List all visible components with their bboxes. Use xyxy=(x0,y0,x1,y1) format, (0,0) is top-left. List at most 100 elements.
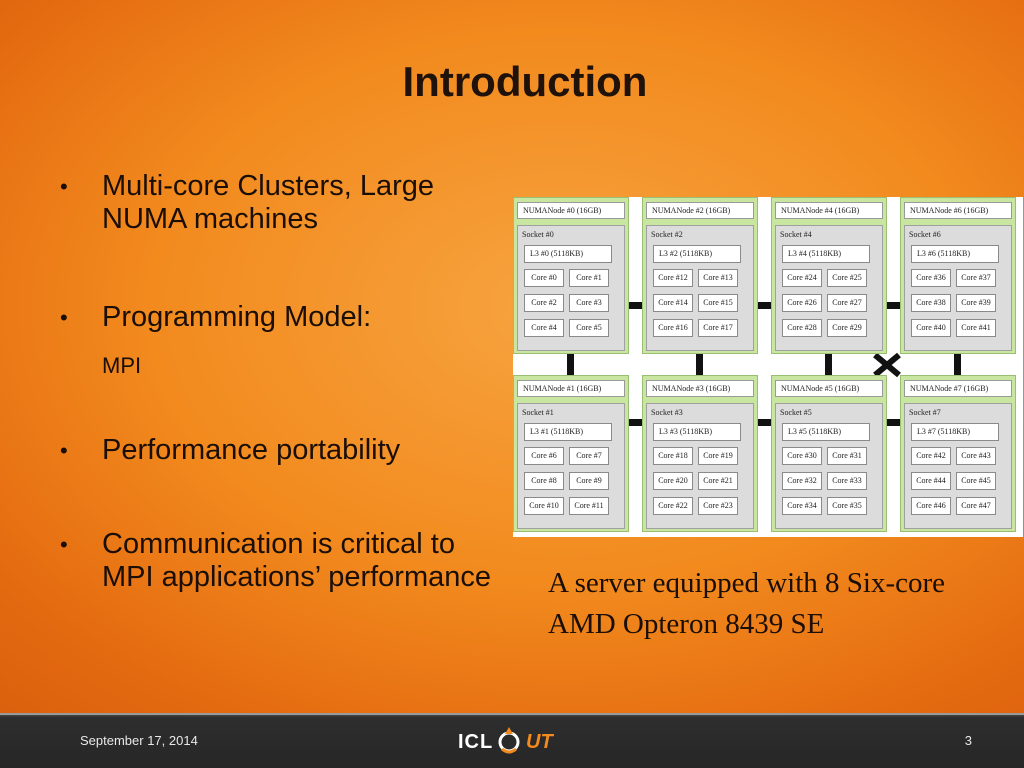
core-box: Core #44 xyxy=(911,472,951,490)
bullet-dot: • xyxy=(60,532,68,557)
core-box: Core #21 xyxy=(698,472,738,490)
core-box: Core #19 xyxy=(698,447,738,465)
core-box: Core #30 xyxy=(782,447,822,465)
numa-node-title: NUMANode #7 (16GB) xyxy=(904,380,1012,397)
core-box: Core #39 xyxy=(956,294,996,312)
core-box: Core #47 xyxy=(956,497,996,515)
numa-node: NUMANode #5 (16GB) Socket #5 L3 #5 (5118KB… xyxy=(771,375,887,532)
interconnect-link xyxy=(954,354,961,375)
slide-title: Introduction xyxy=(402,58,648,105)
logo-mark-icon xyxy=(498,727,520,754)
core-box: Core #31 xyxy=(827,447,867,465)
socket-label: Socket #7 xyxy=(909,408,941,417)
cross-link-icon xyxy=(873,352,901,378)
interconnect-link xyxy=(629,419,643,426)
l3-cache-box: L3 #3 (5118KB) xyxy=(653,423,741,441)
core-box: Core #32 xyxy=(782,472,822,490)
l3-cache-box: L3 #5 (5118KB) xyxy=(782,423,870,441)
core-box: Core #8 xyxy=(524,472,564,490)
socket-label: Socket #5 xyxy=(780,408,812,417)
l3-cache-box: L3 #1 (5118KB) xyxy=(524,423,612,441)
core-box: Core #6 xyxy=(524,447,564,465)
bullet-subtext: MPI xyxy=(102,353,142,378)
core-box: Core #29 xyxy=(827,319,867,337)
core-box: Core #5 xyxy=(569,319,609,337)
core-box: Core #7 xyxy=(569,447,609,465)
interconnect-link xyxy=(887,419,901,426)
numa-node-title: NUMANode #4 (16GB) xyxy=(775,202,883,219)
core-box: Core #45 xyxy=(956,472,996,490)
footer-date: September 17, 2014 xyxy=(80,733,198,748)
page-number: 3 xyxy=(964,733,972,748)
numa-node-title: NUMANode #6 (16GB) xyxy=(904,202,1012,219)
socket-label: Socket #3 xyxy=(651,408,683,417)
numa-topology-diagram: NUMANode #0 (16GB) Socket #0 L3 #0 (5118KB… xyxy=(513,197,1023,537)
core-box: Core #12 xyxy=(653,269,693,287)
core-box: Core #37 xyxy=(956,269,996,287)
footer-bar: September 17, 2014 ICL UT 3 xyxy=(0,713,1024,768)
core-box: Core #34 xyxy=(782,497,822,515)
numa-node: NUMANode #7 (16GB) Socket #7 L3 #7 (5118KB… xyxy=(900,375,1016,532)
core-box: Core #28 xyxy=(782,319,822,337)
bullet-text: Programming Model: xyxy=(102,301,372,333)
core-box: Core #17 xyxy=(698,319,738,337)
interconnect-link xyxy=(629,302,643,309)
core-box: Core #16 xyxy=(653,319,693,337)
core-box: Core #23 xyxy=(698,497,738,515)
core-box: Core #27 xyxy=(827,294,867,312)
core-box: Core #3 xyxy=(569,294,609,312)
socket-label: Socket #0 xyxy=(522,230,554,239)
core-box: Core #36 xyxy=(911,269,951,287)
core-box: Core #9 xyxy=(569,472,609,490)
interconnect-link xyxy=(696,354,703,375)
numa-node: NUMANode #1 (16GB) Socket #1 L3 #1 (5118KB… xyxy=(513,375,629,532)
interconnect-link xyxy=(758,302,772,309)
core-box: Core #41 xyxy=(956,319,996,337)
core-box: Core #2 xyxy=(524,294,564,312)
footer-divider xyxy=(0,713,1024,715)
bullet-text: Performance portability xyxy=(102,434,401,466)
core-box: Core #13 xyxy=(698,269,738,287)
icl-ut-logo: ICL UT xyxy=(458,725,568,757)
core-box: Core #4 xyxy=(524,319,564,337)
socket-label: Socket #4 xyxy=(780,230,812,239)
core-box: Core #1 xyxy=(569,269,609,287)
core-box: Core #15 xyxy=(698,294,738,312)
numa-node: NUMANode #4 (16GB) Socket #4 L3 #4 (5118KB… xyxy=(771,197,887,354)
core-box: Core #24 xyxy=(782,269,822,287)
core-box: Core #20 xyxy=(653,472,693,490)
numa-node-title: NUMANode #5 (16GB) xyxy=(775,380,883,397)
numa-node-title: NUMANode #1 (16GB) xyxy=(517,380,625,397)
l3-cache-box: L3 #4 (5118KB) xyxy=(782,245,870,263)
bullet-dot: • xyxy=(60,438,68,463)
diagram-caption: A server equipped with 8 Six-core AMD Op… xyxy=(548,567,946,640)
numa-node-title: NUMANode #0 (16GB) xyxy=(517,202,625,219)
bullet-text: Multi-core Clusters, Large NUMA machines xyxy=(102,170,434,235)
interconnect-link xyxy=(567,354,574,375)
l3-cache-box: L3 #7 (5118KB) xyxy=(911,423,999,441)
core-box: Core #22 xyxy=(653,497,693,515)
interconnect-link xyxy=(887,302,901,309)
core-box: Core #46 xyxy=(911,497,951,515)
core-box: Core #11 xyxy=(569,497,609,515)
l3-cache-box: L3 #2 (5118KB) xyxy=(653,245,741,263)
numa-node: NUMANode #0 (16GB) Socket #0 L3 #0 (5118KB… xyxy=(513,197,629,354)
core-box: Core #14 xyxy=(653,294,693,312)
logo-ut-text: UT xyxy=(526,731,553,753)
core-box: Core #33 xyxy=(827,472,867,490)
socket-label: Socket #6 xyxy=(909,230,941,239)
socket-label: Socket #1 xyxy=(522,408,554,417)
l3-cache-box: L3 #0 (5118KB) xyxy=(524,245,612,263)
l3-cache-box: L3 #6 (5118KB) xyxy=(911,245,999,263)
core-box: Core #43 xyxy=(956,447,996,465)
core-box: Core #40 xyxy=(911,319,951,337)
bullet-dot: • xyxy=(60,174,68,199)
numa-node-title: NUMANode #2 (16GB) xyxy=(646,202,754,219)
